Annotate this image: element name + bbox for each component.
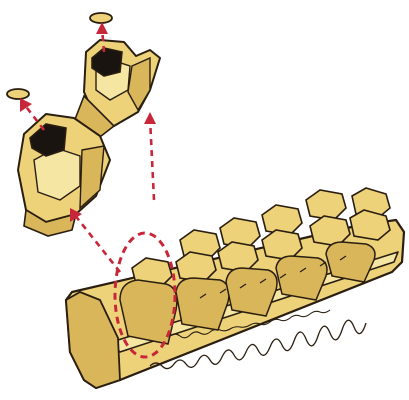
popped-disc-lower (7, 89, 29, 99)
arrowhead-disc-upper (96, 22, 108, 34)
arrow-carton-to-lower-cup (74, 214, 120, 272)
popped-disc-upper (90, 13, 112, 23)
arrow-carton-to-upper-cup (150, 118, 154, 200)
arrowhead-disc-lower (20, 98, 32, 112)
cut-out-cup-pair (18, 40, 160, 236)
arrowhead-upper-cup (144, 112, 156, 124)
egg-carton (66, 188, 404, 388)
